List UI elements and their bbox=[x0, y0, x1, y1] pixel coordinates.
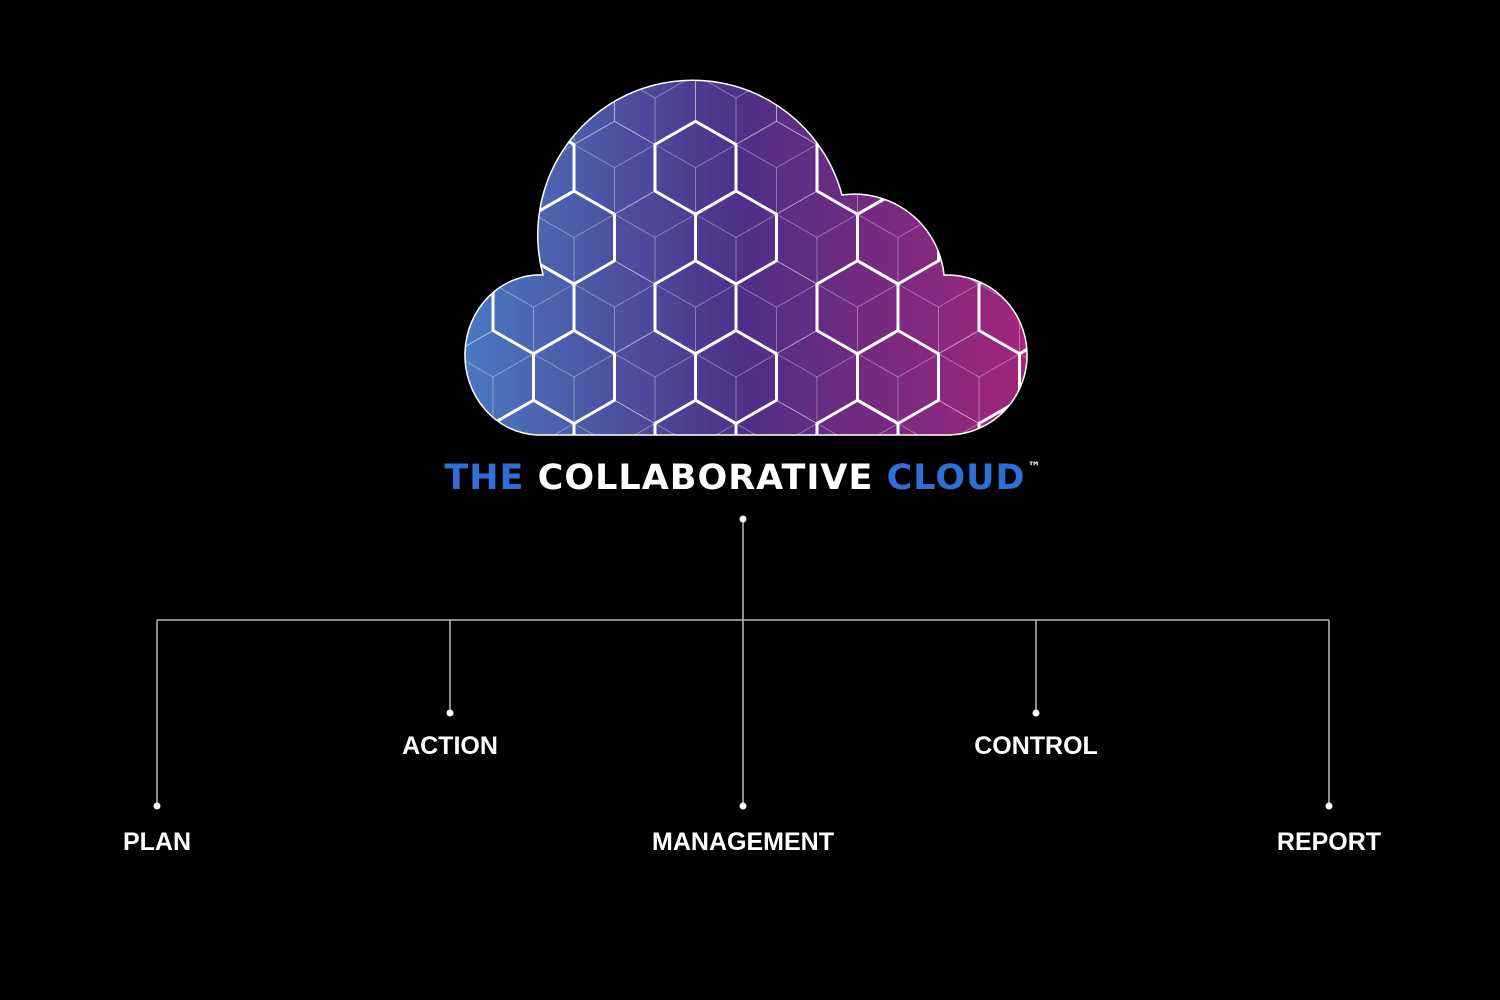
cloud-icon bbox=[464, 79, 1028, 436]
dot-report bbox=[1325, 802, 1333, 810]
node-label-action: ACTION bbox=[402, 732, 498, 760]
dot-management bbox=[739, 802, 747, 810]
title-word-the: THE bbox=[444, 458, 525, 498]
node-label-report: REPORT bbox=[1276, 828, 1382, 856]
dot-plan bbox=[153, 802, 161, 810]
title-trademark: ™ bbox=[1027, 460, 1042, 475]
connector-dots bbox=[153, 515, 1333, 810]
dot-action bbox=[446, 709, 454, 717]
tree-connectors bbox=[156, 519, 1330, 806]
dot-control bbox=[1032, 709, 1040, 717]
node-label-control: CONTROL bbox=[974, 732, 1098, 760]
dot-top bbox=[739, 515, 747, 523]
node-label-plan: PLAN bbox=[122, 828, 192, 856]
title-word-cloud: CLOUD bbox=[886, 458, 1026, 498]
title-word-collaborative: COLLABORATIVE bbox=[537, 458, 874, 498]
node-label-management: MANAGEMENT bbox=[652, 828, 834, 856]
